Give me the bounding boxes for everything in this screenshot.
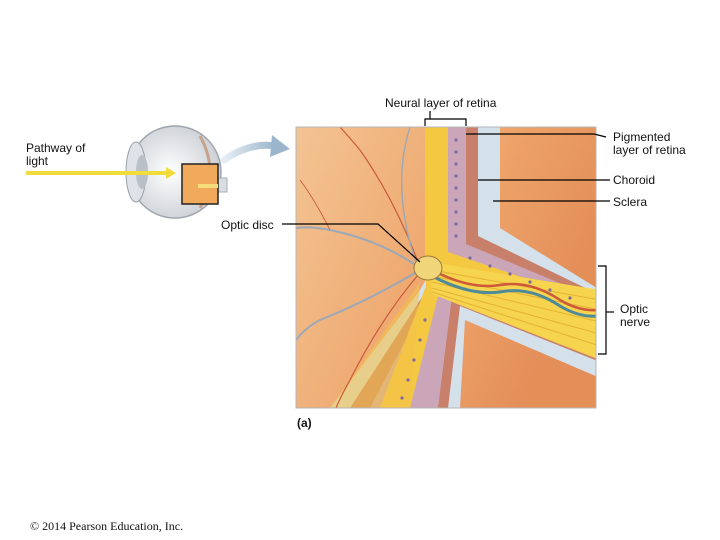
label-pathway-line1: Pathway of xyxy=(26,141,86,155)
optic-disc xyxy=(413,255,443,281)
leader-lines xyxy=(282,111,614,355)
label-choroid: Choroid xyxy=(613,173,656,187)
label-optic-disc: Optic disc xyxy=(221,218,274,232)
label-optic-line2: nerve xyxy=(620,315,651,329)
magnify-arrow xyxy=(220,135,290,164)
label-pathway-of-light: Pathway of light xyxy=(26,142,85,168)
neural-layer xyxy=(380,127,596,408)
label-pigmented-layer: Pigmented layer of retina xyxy=(613,131,686,157)
eye-detail-box xyxy=(181,163,219,205)
label-pathway-line2: light xyxy=(26,154,49,168)
label-pigmented-line1: Pigmented xyxy=(613,130,671,144)
label-optic-line1: Optic xyxy=(620,302,649,316)
retinal-vessels xyxy=(296,127,421,408)
label-pigmented-line2: layer of retina xyxy=(613,143,686,157)
label-neural-layer: Neural layer of retina xyxy=(385,96,497,110)
label-sclera: Sclera xyxy=(613,195,648,209)
retina-cross-section xyxy=(296,127,596,408)
light-pathway-arrow xyxy=(26,167,176,179)
panel-label: (a) xyxy=(297,416,312,430)
pigment-cells xyxy=(400,138,572,400)
label-optic-nerve: Optic nerve xyxy=(620,303,650,329)
copyright-notice: © 2014 Pearson Education, Inc. xyxy=(30,519,184,533)
